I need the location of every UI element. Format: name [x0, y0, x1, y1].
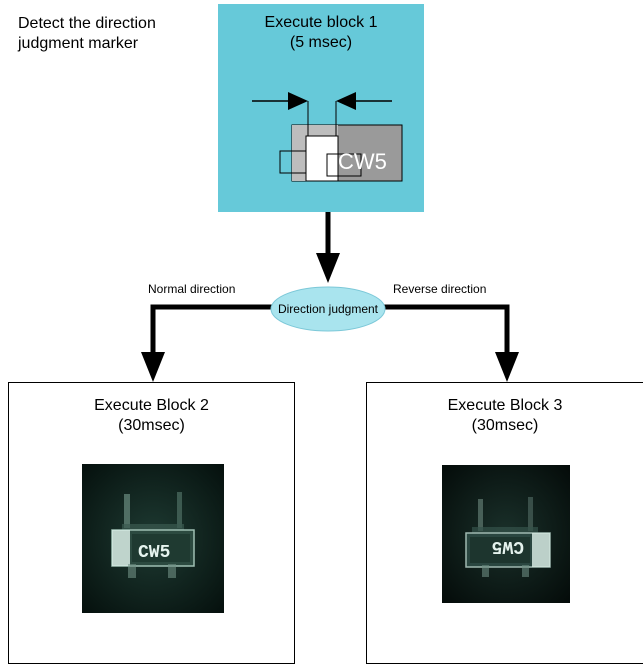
direction-judgment-node: Direction judgment — [270, 286, 386, 332]
marker-schematic: CW5 — [252, 92, 403, 182]
chip-text-normal: CW5 — [138, 543, 170, 563]
arrow-right-head — [336, 92, 356, 110]
sense-box-left — [279, 150, 307, 174]
marker-text: CW5 — [338, 149, 387, 174]
camera-image-reverse-graphic: CW5 — [442, 465, 570, 603]
chip-text-reverse: CW5 — [492, 536, 524, 556]
arrow-normal-shaft — [150, 304, 276, 355]
camera-image-normal: CW5 — [82, 464, 224, 613]
arrow-normal-head — [141, 352, 165, 382]
block3-subtitle: (30msec) — [471, 417, 539, 434]
camera-image-normal-graphic: CW5 — [82, 464, 224, 613]
execute-block-3: Execute Block 3 (30msec) CW5 — [366, 382, 643, 664]
caption-detect-marker: Detect the direction judgment marker — [18, 15, 156, 52]
block3-title: Execute Block 3 — [447, 397, 563, 414]
marker-window — [305, 135, 339, 182]
sense-box-right — [326, 153, 362, 177]
block1-subtitle: (5 msec) — [289, 34, 353, 51]
block2-subtitle: (30msec) — [118, 417, 185, 434]
block2-title: Execute Block 2 — [94, 397, 209, 414]
judgment-label: Direction judgment — [277, 302, 379, 316]
block1-title: Execute block 1 — [264, 14, 378, 31]
execute-block-1: Execute block 1 (5 msec) CW5 — [218, 4, 424, 212]
camera-image-reverse: CW5 — [442, 465, 570, 603]
arrow-down-main-head — [316, 253, 340, 283]
arrow-reverse-shaft — [380, 304, 510, 355]
arrow-left-head — [288, 92, 308, 110]
arrow-reverse-head — [495, 352, 519, 382]
label-normal-direction: Normal direction — [148, 282, 236, 296]
judgment-ellipse — [270, 286, 386, 332]
label-reverse-direction: Reverse direction — [393, 282, 487, 296]
execute-block-2: Execute Block 2 (30msec) CW5 — [8, 382, 295, 664]
